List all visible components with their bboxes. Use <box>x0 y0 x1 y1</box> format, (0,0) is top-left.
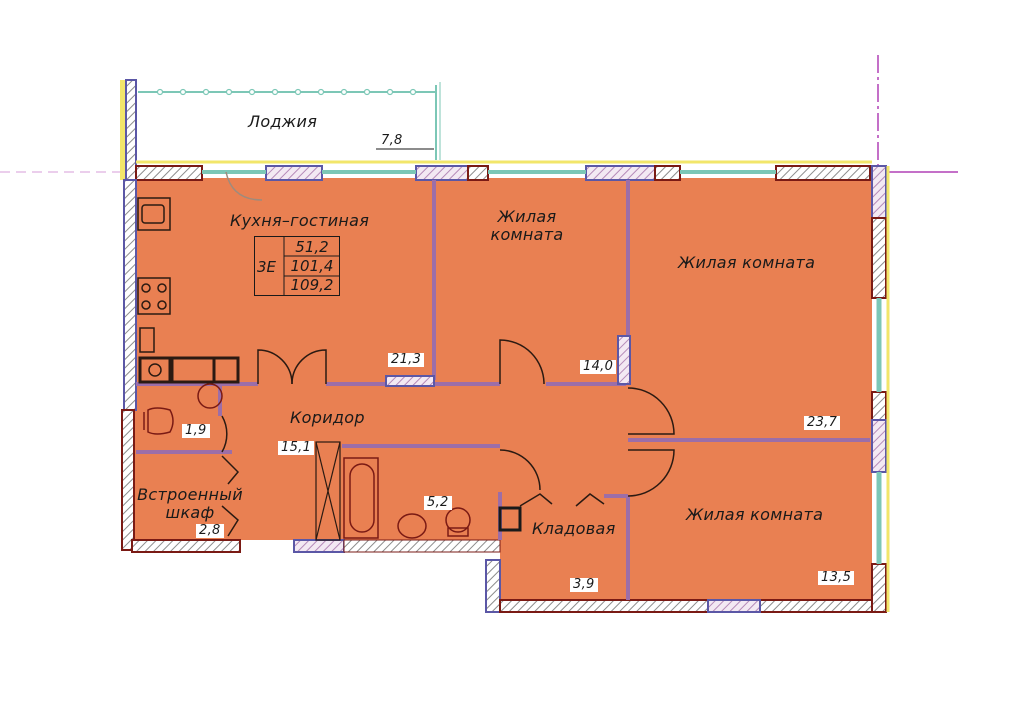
bedroom-1-name-line1: Жилая <box>497 207 557 226</box>
sanitary-fixtures <box>143 383 471 539</box>
exterior-walls <box>121 160 890 613</box>
living-area-value: 51,2 <box>295 238 329 256</box>
wardrobe-name: Встроенный шкаф <box>134 486 246 522</box>
summary-frame <box>254 236 340 296</box>
apartment-summary: 3Е 51,2 101,4 109,2 <box>254 236 340 296</box>
partition-accents <box>385 335 631 387</box>
corridor-name: Коридор <box>290 408 365 427</box>
kitchen-living-area: 21,3 <box>388 353 425 367</box>
total-area-value: 109,2 <box>290 276 334 294</box>
bedroom-1-name: Жилая комната <box>482 208 572 244</box>
storage-area: 3,9 <box>570 578 598 592</box>
wardrobe-name-line1: Встроенный <box>137 485 243 504</box>
area-no-loggia-value: 101,4 <box>290 257 334 275</box>
kitchen-fixtures <box>137 197 240 384</box>
storage-fixture <box>498 506 522 532</box>
loggia <box>120 79 441 181</box>
bedroom-3-area: 13,5 <box>818 571 855 585</box>
bedroom-3-name: Жилая комната <box>686 505 824 524</box>
corridor-area: 15,1 <box>278 441 315 455</box>
wardrobe-name-line2: шкаф <box>165 503 215 522</box>
doors <box>221 171 675 537</box>
loggia-area: 7,8 <box>381 133 403 148</box>
bedroom-1-area: 14,0 <box>580 360 617 374</box>
storage-name: Кладовая <box>532 519 616 538</box>
bedroom-1-name-line2: комната <box>490 225 564 244</box>
kitchen-living-name: Кухня–гостиная <box>230 211 370 230</box>
shower-area <box>315 441 341 541</box>
bathroom-area: 5,2 <box>424 496 452 510</box>
bedroom-2-area: 23,7 <box>804 416 841 430</box>
wardrobe-area: 2,8 <box>196 524 224 538</box>
room-fills <box>132 178 872 600</box>
loggia-name: Лоджия <box>248 112 318 131</box>
wc-area: 1,9 <box>182 424 210 438</box>
apartment-type: 3Е <box>257 258 277 276</box>
bedroom-2-name: Жилая комната <box>678 253 816 272</box>
